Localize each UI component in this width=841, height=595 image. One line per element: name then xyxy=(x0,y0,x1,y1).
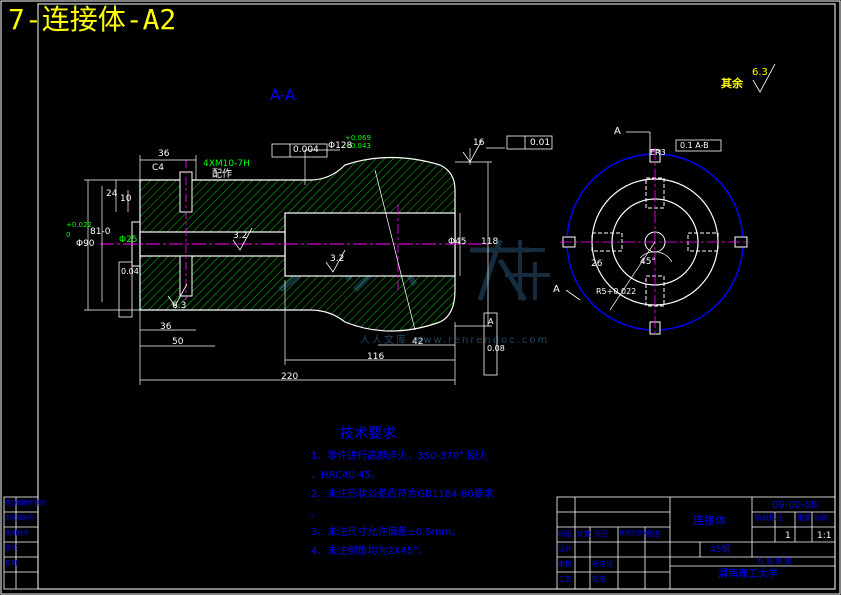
left-block-0: 借(通)用件登记 xyxy=(5,500,46,507)
dim-bore128: Φ128 xyxy=(328,141,353,151)
roughness-rest-label: 其余 xyxy=(721,77,743,90)
dim-25: Φ25 xyxy=(119,235,138,245)
dim-flatness: 0.004 xyxy=(293,145,319,155)
inner-border xyxy=(37,3,836,590)
title-block-scale: 1:1 xyxy=(817,531,832,541)
roughness-32a: 3.2 xyxy=(233,231,248,241)
section-arrows xyxy=(565,131,651,301)
dim-36-bottom: 36 xyxy=(160,322,172,332)
title-block-row-3: 更改文件号 xyxy=(619,530,650,537)
tech-req-line-1: 1、零件进行高频淬火，350-370° 回火 xyxy=(311,451,488,462)
tech-req-line-2: ，HRC40-45。 xyxy=(311,470,382,481)
title-block-row-4: 签名 xyxy=(647,530,661,538)
roughness-rest-value: 6.3 xyxy=(752,67,768,78)
dim-90: Φ90 xyxy=(76,239,95,249)
tech-req-line-4: 。 xyxy=(311,508,321,519)
left-block xyxy=(3,496,39,590)
tech-req-line-3: 2、未注形状公差应符合GB1184-80要求 xyxy=(311,489,494,500)
title-block-school: 渭南理工大学 xyxy=(718,569,778,580)
section-arrow-top: A xyxy=(614,126,621,137)
title-block-role-0: 设计 xyxy=(558,545,572,553)
technical-requirements-title: 技术要求 xyxy=(340,426,396,442)
dim-220: 220 xyxy=(281,372,299,382)
title-block-role-4: 批准 xyxy=(592,575,606,583)
dim-angle-45: 45° xyxy=(640,257,656,267)
dim-26: 26 xyxy=(591,259,603,269)
dim-perpendicularity: 0.08 xyxy=(487,344,505,353)
section-view xyxy=(100,156,490,332)
section-label: A-A xyxy=(270,86,296,104)
side-view xyxy=(560,148,750,336)
dim-116: 116 xyxy=(367,352,385,362)
title-block-role-3: 标准化 xyxy=(592,560,613,568)
dim-bore128-upper: +0.069 xyxy=(345,134,371,142)
title-block-row-0: 标记 xyxy=(558,530,572,538)
dim-thread-note: 配作 xyxy=(212,169,232,180)
dim-er3: ER3 xyxy=(650,148,666,157)
dim-42: 42 xyxy=(412,337,424,347)
title-block-header-1: 重量 xyxy=(797,514,811,522)
left-block-1: 旧底图总号 xyxy=(5,515,36,522)
watermark-text: 人人文库 www.renrendoc.com xyxy=(360,335,550,346)
dim-runout: 0.04 xyxy=(121,267,139,276)
left-block-3: 签字 xyxy=(5,545,18,552)
title-block-header-0: 阶段标记 xyxy=(755,514,783,522)
dim-symmetry: 0.1 A-B xyxy=(680,141,709,150)
title-block-role-2: 工艺 xyxy=(558,575,572,583)
dim-90-tol-lower: 0 xyxy=(66,231,71,239)
dim-118: 118 xyxy=(481,237,499,247)
tolerance-frames xyxy=(118,135,722,376)
tech-req-line-5: 3、未注尺寸允许偏差±0.5mm。 xyxy=(311,527,462,538)
title-block-header-2: 比例 xyxy=(814,514,828,522)
dim-81: 81-0 xyxy=(90,227,111,237)
datum-a: A xyxy=(488,317,494,326)
dim-thread: 4XM10-7H xyxy=(203,159,250,169)
dim-10: 10 xyxy=(120,194,132,204)
dim-c4: C4 xyxy=(152,163,165,173)
dim-16: 16 xyxy=(473,138,485,148)
title-block-part-name: 连接体 xyxy=(693,514,726,527)
roughness-32b: 3.2 xyxy=(330,254,345,264)
title-block xyxy=(556,496,836,590)
roughness-symbols xyxy=(167,63,776,307)
dimension-lines xyxy=(84,147,505,385)
dim-90-tol-upper: +0.022 xyxy=(66,221,92,229)
left-block-4: 日期 xyxy=(5,560,18,567)
title-block-role-1: 审核 xyxy=(558,560,572,568)
title-block-sheet: 共 张 第 张 xyxy=(757,557,792,565)
dim-50: 50 xyxy=(172,337,184,347)
section-arrow-bottom: A xyxy=(553,284,560,295)
dim-36-top: 36 xyxy=(158,149,170,159)
title-block-material: 45钢 xyxy=(710,545,731,555)
dim-bore128-lower: +0.043 xyxy=(345,142,371,150)
dim-24: 24 xyxy=(106,189,118,199)
roughness-63: 6.3 xyxy=(172,301,187,311)
dim-45: Φ45 xyxy=(448,237,467,247)
page-title: 7-连接体-A2 xyxy=(8,3,177,36)
title-block-drawing-number: 09-00-08 xyxy=(772,500,818,511)
dim-right-tol: R5+0.022 xyxy=(596,287,637,296)
left-block-2: 底图总号 xyxy=(5,530,30,537)
title-block-quantity: 1 xyxy=(785,531,791,541)
title-block-row-2: 分区 xyxy=(594,530,608,538)
tech-req-line-6: 4、未注倒角均为2X45°。 xyxy=(311,546,429,557)
dim-flatness-2: 0.01 xyxy=(530,138,551,148)
title-block-row-1: 处数 xyxy=(577,530,591,538)
